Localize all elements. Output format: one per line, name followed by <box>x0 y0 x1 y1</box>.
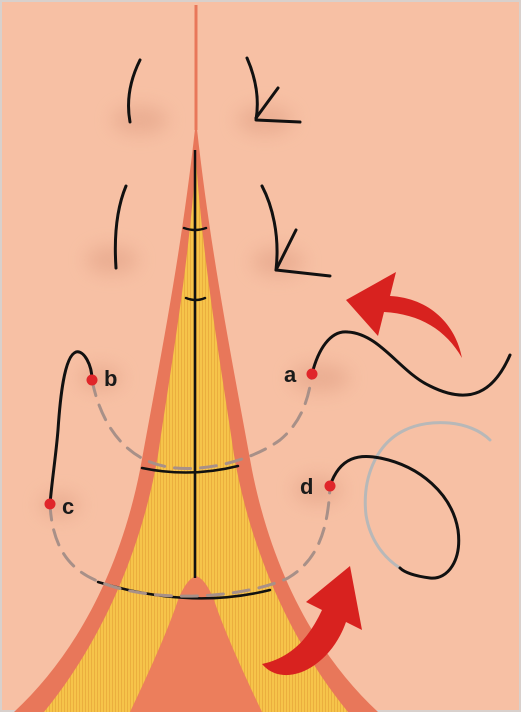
point-b <box>87 375 98 386</box>
label-b: b <box>104 366 117 391</box>
label-c: c <box>62 494 74 519</box>
label-a: a <box>284 362 297 387</box>
point-a <box>307 369 318 380</box>
point-d <box>325 481 336 492</box>
label-d: d <box>300 474 313 499</box>
point-c <box>45 499 56 510</box>
